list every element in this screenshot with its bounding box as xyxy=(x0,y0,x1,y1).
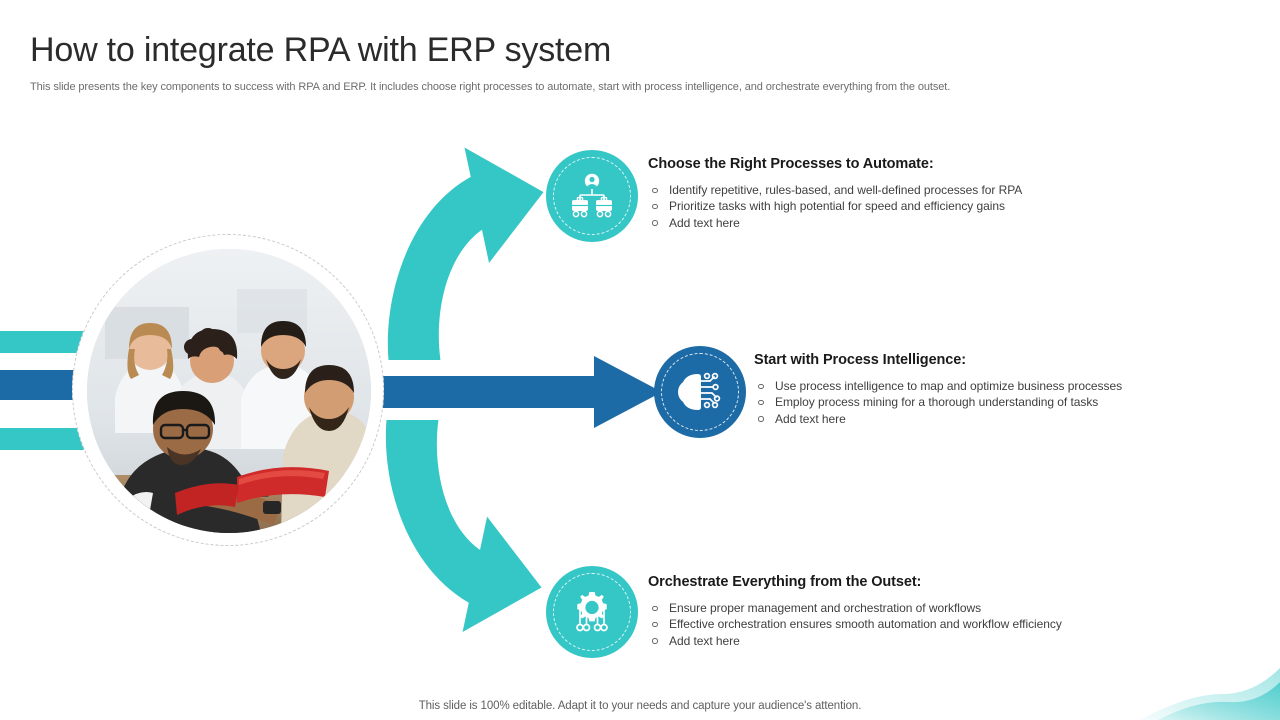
bullet-circle-icon xyxy=(758,383,764,389)
bullet-circle-icon xyxy=(652,203,658,210)
bullet-circle-icon xyxy=(758,399,764,406)
icon-dashed-ring xyxy=(553,157,631,235)
bullet-circle-icon xyxy=(652,621,658,628)
bullet-circle-icon xyxy=(758,416,764,422)
list-item: Add text here xyxy=(754,411,1274,427)
icon-dashed-ring xyxy=(553,573,631,651)
bullet-text: Add text here xyxy=(669,633,740,648)
icon-dashed-ring xyxy=(661,353,739,431)
step-heading-2: Start with Process Intelligence: xyxy=(754,352,966,368)
step-bullets-3: Ensure proper management and orchestrati… xyxy=(648,600,1208,649)
step-block-1: Choose the Right Processes to Automate: … xyxy=(648,155,1208,231)
bullet-circle-icon xyxy=(652,638,658,644)
brain-circuit-glyph xyxy=(678,372,721,410)
bullet-text: Identify repetitive, rules-based, and we… xyxy=(669,183,1023,197)
list-item: Ensure proper management and orchestrati… xyxy=(648,600,1208,616)
step-bullets-1: Identify repetitive, rules-based, and we… xyxy=(648,182,1208,231)
rpa-org-chart-icon xyxy=(546,150,638,242)
page-subtitle: This slide presents the key components t… xyxy=(30,81,951,93)
bullet-text: Add text here xyxy=(775,411,846,426)
team-photo-illustration xyxy=(87,249,371,533)
step-heading-3: Orchestrate Everything from the Outset: xyxy=(648,574,922,590)
bullet-text: Ensure proper management and orchestrati… xyxy=(669,601,982,615)
list-item: Use process intelligence to map and opti… xyxy=(754,378,1274,394)
list-item: Effective orchestration ensures smooth a… xyxy=(648,616,1208,632)
brain-circuit-icon xyxy=(654,346,746,438)
bullet-circle-icon xyxy=(652,605,658,611)
step-heading-1: Choose the Right Processes to Automate: xyxy=(648,156,934,172)
list-item: Employ process mining for a thorough und… xyxy=(754,394,1274,410)
step-block-2: Start with Process Intelligence: Use pro… xyxy=(754,351,1274,427)
slide-header: How to integrate RPA with ERP system Thi… xyxy=(30,28,1250,95)
footer-note: This slide is 100% editable. Adapt it to… xyxy=(418,700,862,712)
bullet-text: Employ process mining for a thorough und… xyxy=(775,395,1099,410)
list-item: Add text here xyxy=(648,215,1208,231)
gear-orchestration-icon xyxy=(546,566,638,658)
bullet-circle-icon xyxy=(652,220,658,226)
straight-right-arrow xyxy=(372,356,662,428)
list-item: Prioritize tasks with high potential for… xyxy=(648,198,1208,214)
corner-wave-decoration xyxy=(1140,668,1280,720)
step-block-3: Orchestrate Everything from the Outset: … xyxy=(648,573,1208,649)
page-title: How to integrate RPA with ERP system xyxy=(30,31,612,69)
curved-down-arrow xyxy=(385,420,542,633)
bullet-text: Add text here xyxy=(669,215,740,230)
bullet-text: Effective orchestration ensures smooth a… xyxy=(669,617,1062,632)
list-item: Add text here xyxy=(648,633,1208,649)
bullet-text: Use process intelligence to map and opti… xyxy=(775,379,1123,393)
curved-up-arrow xyxy=(387,147,544,360)
list-item: Identify repetitive, rules-based, and we… xyxy=(648,182,1208,198)
gear-orchestration-glyph xyxy=(576,592,608,632)
team-photo-ring xyxy=(72,234,384,546)
step-bullets-2: Use process intelligence to map and opti… xyxy=(754,378,1274,427)
team-photo xyxy=(87,249,371,533)
rpa-org-chart-glyph xyxy=(572,173,612,218)
bullet-text: Prioritize tasks with high potential for… xyxy=(669,199,1005,214)
bullet-circle-icon xyxy=(652,187,658,193)
